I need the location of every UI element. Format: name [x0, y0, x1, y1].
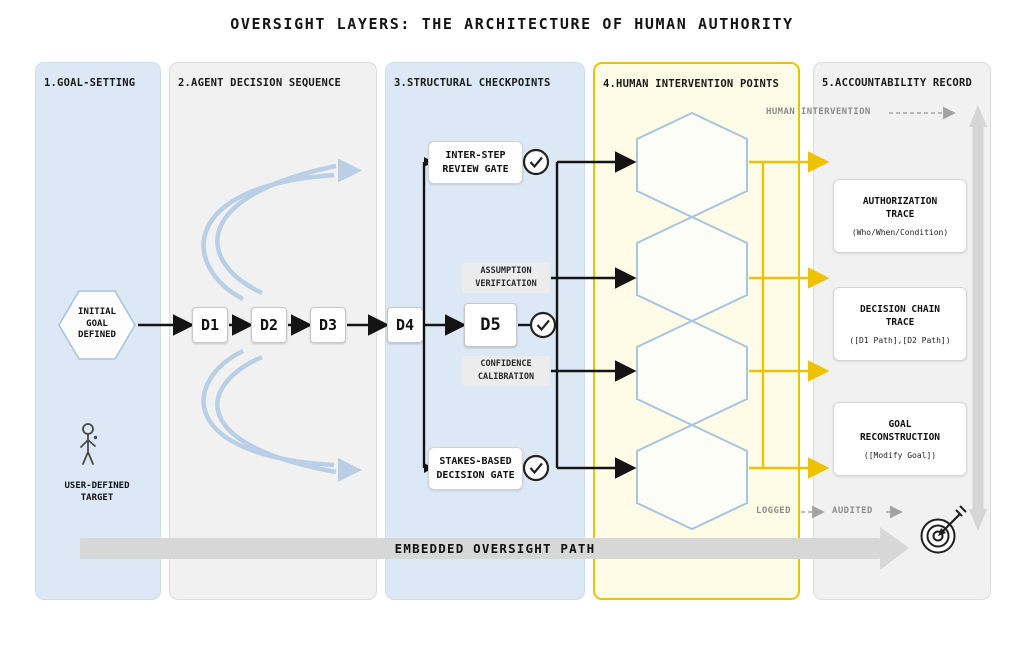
- decision-chain-trace-title: DECISION CHAIN TRACE: [859, 303, 941, 328]
- intervention-hexagon: [636, 423, 748, 531]
- panel-goal-setting-header: 1.GOAL-SETTING: [44, 77, 136, 89]
- checkmark-icon: [522, 454, 550, 482]
- initial-goal-hexagon: [58, 290, 136, 360]
- assumption-verification-label: ASSUMPTION VERIFICATION: [462, 263, 550, 293]
- target-icon: [920, 505, 967, 554]
- goal-reconstruction-card: GOAL RECONSTRUCTION ([Modify Goal]): [833, 402, 967, 476]
- curved-feedback-arrow-up: [201, 158, 362, 301]
- checkmark-icon: [529, 311, 557, 339]
- decision-chain-trace-sub: ([D1 Path],[D2 Path]): [849, 336, 951, 346]
- human-intervention-label: HUMAN INTERVENTION: [766, 107, 871, 117]
- intervention-hexagons: [636, 111, 748, 531]
- embedded-oversight-arrow: [80, 527, 909, 570]
- logged-label: LOGGED: [756, 506, 791, 516]
- decision-node-d3: D3: [310, 307, 346, 343]
- panel-agent-decision-sequence-header: 2.AGENT DECISION SEQUENCE: [178, 77, 342, 89]
- decision-node-d4: D4: [387, 307, 423, 343]
- goal-reconstruction-title: GOAL RECONSTRUCTION: [859, 418, 941, 443]
- diagram-title: OVERSIGHT LAYERS: THE ARCHITECTURE OF HU…: [230, 15, 794, 33]
- embedded-oversight-path-label: EMBEDDED OVERSIGHT PATH: [394, 541, 596, 556]
- checkmark-icon: [522, 148, 550, 176]
- intervention-hexagon: [636, 215, 748, 323]
- panel-structural-checkpoints-header: 3.STRUCTURAL CHECKPOINTS: [394, 77, 551, 89]
- user-icon: [80, 423, 98, 465]
- goal-reconstruction-sub: ([Modify Goal]): [863, 451, 937, 461]
- authorization-trace-title: AUTHORIZATION TRACE: [862, 195, 938, 220]
- decision-node-d2: D2: [251, 307, 287, 343]
- panel-accountability-record-header: 5.ACCOUNTABILITY RECORD: [822, 77, 972, 89]
- authorization-trace-card: AUTHORIZATION TRACE (Who/When/Condition): [833, 179, 967, 253]
- confidence-calibration-label: CONFIDENCE CALIBRATION: [462, 356, 550, 386]
- initial-goal-label: INITIAL GOAL DEFINED: [78, 307, 116, 341]
- intervention-hexagon: [636, 111, 748, 219]
- flow-arrows: [138, 151, 637, 479]
- authorization-trace-sub: (Who/When/Condition): [851, 228, 949, 238]
- user-target-label: USER-DEFINED TARGET: [64, 481, 130, 503]
- intervention-hexagon: [636, 319, 748, 427]
- intervention-lines-yellow: [749, 151, 830, 479]
- decision-chain-trace-card: DECISION CHAIN TRACE ([D1 Path],[D2 Path…: [833, 287, 967, 361]
- panel-human-intervention-points-header: 4.HUMAN INTERVENTION POINTS: [603, 78, 780, 90]
- inter-step-review-gate: INTER-STEP REVIEW GATE: [428, 141, 523, 184]
- audited-label: AUDITED: [832, 506, 873, 516]
- stakes-decision-gate: STAKES-BASED DECISION GATE: [428, 447, 523, 490]
- accountability-span-arrow: [969, 105, 987, 531]
- decision-node-d5: D5: [464, 303, 517, 347]
- decision-node-d1: D1: [192, 307, 228, 343]
- curved-feedback-arrow-down: [201, 348, 362, 482]
